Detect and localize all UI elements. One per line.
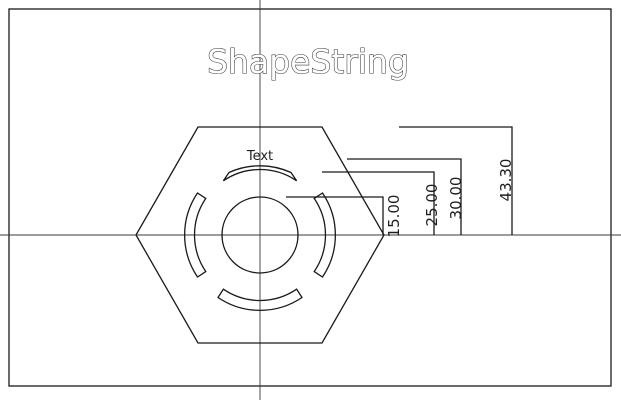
arc-slot-right[interactable] xyxy=(313,192,336,278)
text-label[interactable]: Text xyxy=(246,149,273,164)
dimension-label-25: 25.00 xyxy=(423,184,441,227)
arc-slot-top[interactable] xyxy=(222,165,298,182)
arc-slot-bottom[interactable] xyxy=(217,288,303,311)
dimension-label-43: 43.30 xyxy=(497,159,515,202)
sheet-border xyxy=(8,8,612,387)
arc-slot-left[interactable] xyxy=(184,192,207,278)
dimension-line-30[interactable] xyxy=(347,158,462,235)
shapestring-title[interactable]: ShapeString xyxy=(207,41,410,81)
center-circle[interactable] xyxy=(221,196,299,274)
dimension-line-43[interactable] xyxy=(399,126,513,235)
dimension-label-15: 15.00 xyxy=(385,195,403,238)
dimension-line-25[interactable] xyxy=(322,171,435,235)
hexagon-outline[interactable] xyxy=(135,126,385,344)
dimension-label-30: 30.00 xyxy=(447,177,465,220)
dimension-line-15[interactable] xyxy=(286,196,384,235)
